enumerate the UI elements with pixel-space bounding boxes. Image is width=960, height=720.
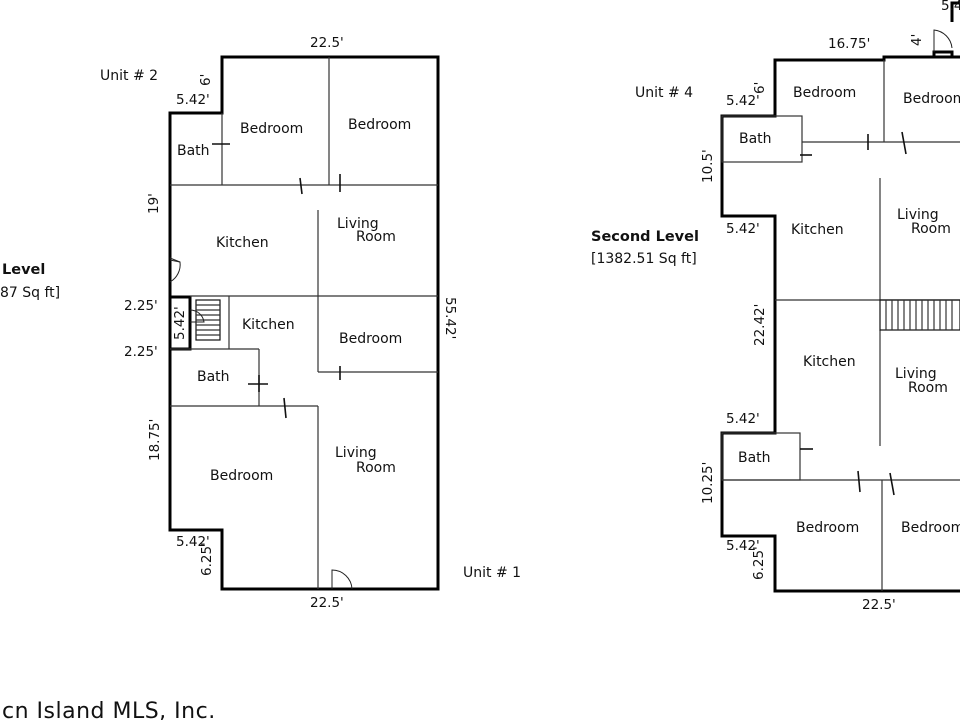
dimension-label: 5.42' [176, 534, 210, 550]
room-label: Bedroom [240, 121, 303, 137]
level-area: [1382.51 Sq ft] [591, 251, 697, 267]
room-label: Living [335, 445, 377, 461]
room-label: Living [895, 366, 937, 382]
first-level-plan: Bedroom Bedroom Bath Kitchen Living Room… [0, 35, 521, 611]
room-label: Bath [739, 131, 772, 147]
room-label: Kitchen [242, 317, 295, 333]
unit-label: Unit # 4 [635, 85, 693, 101]
dimension-label: 2.25' [124, 298, 158, 314]
dimension-label: 6.25' [199, 542, 215, 576]
second-level-plan: Bedroom Bedroom Bath Kitchen Living Room… [591, 0, 960, 613]
room-label: Kitchen [803, 354, 856, 370]
room-label: Room [911, 221, 951, 237]
dimension-label: 22.5' [862, 597, 896, 613]
room-label: Room [908, 380, 948, 396]
dimension-label: 55.42' [442, 297, 458, 339]
dimension-label: 10.5' [700, 149, 716, 183]
door-ticks [212, 143, 341, 419]
room-label: Kitchen [791, 222, 844, 238]
closet-door [933, 29, 953, 52]
dimension-label: 22.42' [752, 304, 768, 346]
dimension-label: 5.4 [941, 0, 960, 14]
room-label: Bedroom [348, 117, 411, 133]
room-label: Bath [177, 143, 210, 159]
dimension-label: 5.42' [172, 306, 188, 340]
dimension-label: 2.25' [124, 344, 158, 360]
stairs [879, 299, 960, 331]
room-label: Room [356, 460, 396, 476]
room-label: Bedroom [793, 85, 856, 101]
unit-label: Unit # 2 [100, 68, 158, 84]
dimension-label: 19' [146, 193, 162, 214]
dimension-label: 18.75' [147, 419, 163, 461]
dimension-label: 10.25' [700, 462, 716, 504]
dimension-label: 4' [909, 34, 925, 46]
level-title: Level [2, 262, 45, 278]
room-label: Bedroom [210, 468, 273, 484]
room-label: Bath [197, 369, 230, 385]
room-label: Living [337, 216, 379, 232]
room-label: Bath [738, 450, 771, 466]
room-label: Room [356, 229, 396, 245]
room-label: Bedroom [901, 520, 960, 536]
dimension-label: 5.42' [726, 538, 760, 554]
dimension-label: 5.42' [726, 411, 760, 427]
room-label: Bedroom [903, 91, 960, 107]
dimension-label: 6.25' [751, 546, 767, 580]
dimension-label: 22.5' [310, 35, 344, 51]
room-label: Bedroom [339, 331, 402, 347]
dimension-label: 22.5' [310, 595, 344, 611]
exterior-wall [168, 55, 440, 591]
dimension-label: 16.75' [828, 36, 870, 52]
unit-label: Unit # 1 [463, 565, 521, 581]
room-label: Living [897, 207, 939, 223]
dimension-label: 6' [752, 82, 768, 94]
dimension-label: 5.42' [176, 92, 210, 108]
interior-walls [170, 57, 438, 589]
level-title: Second Level [591, 229, 699, 245]
stairs [195, 299, 221, 341]
room-label: Bedroom [796, 520, 859, 536]
copyright-footer: cn Island MLS, Inc. [2, 699, 216, 720]
dimension-label: 5.42' [726, 221, 760, 237]
entry-doors [169, 257, 353, 590]
door-ticks [800, 131, 907, 496]
exterior-wall [720, 55, 960, 593]
level-area: 87 Sq ft] [0, 285, 60, 301]
dimension-label: 5.42' [726, 93, 760, 109]
dimension-label: 6' [198, 74, 214, 86]
room-label: Kitchen [216, 235, 269, 251]
